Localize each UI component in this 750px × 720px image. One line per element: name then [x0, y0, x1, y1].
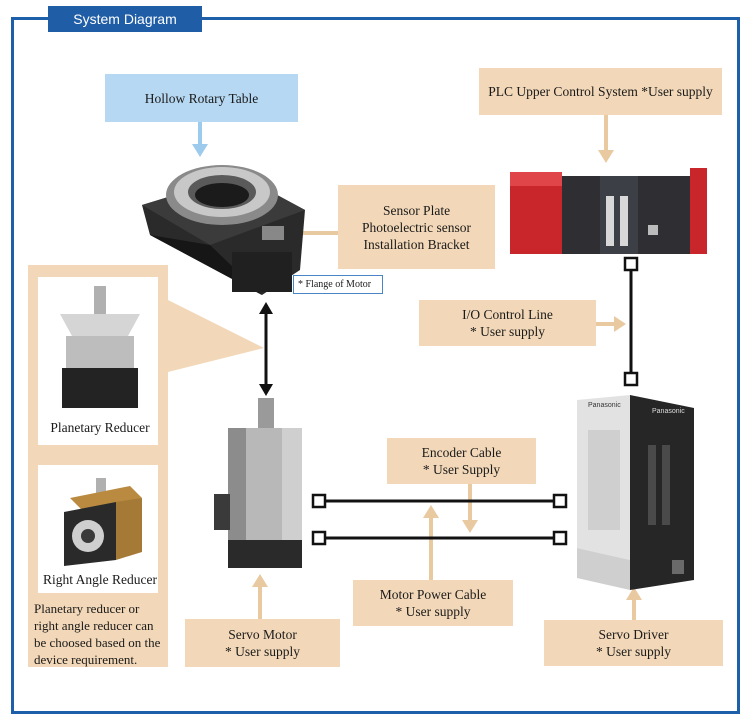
motor-table-link — [259, 302, 273, 396]
io-control-line-label: I/O Control Line * User supply — [419, 300, 596, 346]
encoder-arrow — [462, 484, 478, 533]
servo-driver-arrow — [626, 587, 642, 620]
reducer-note: Planetary reducer or right angle reducer… — [34, 601, 161, 667]
diagram-frame — [11, 17, 740, 714]
io-control-line — [623, 256, 639, 387]
planetary-reducer-image — [60, 286, 140, 408]
plc-label: PLC Upper Control System *User supply — [479, 68, 722, 115]
driver-brand-right: Panasonic — [652, 408, 685, 415]
driver-brand-left: Panasonic — [588, 402, 621, 409]
plc-image — [510, 168, 707, 254]
right-angle-reducer-caption: Right Angle Reducer — [43, 572, 157, 587]
hollow-rotary-table-image — [142, 165, 305, 295]
right-angle-reducer-image — [64, 478, 142, 566]
reducer-callout-wedge — [168, 300, 264, 372]
motor-power-cable-line — [311, 530, 568, 546]
encoder-cable-line — [311, 493, 568, 509]
servo-driver-image — [577, 395, 694, 590]
servo-motor-arrow — [252, 574, 268, 619]
plc-arrow — [598, 115, 614, 163]
sensor-label: Sensor Plate Photoelectric sensor Instal… — [338, 185, 495, 269]
hollow-rotary-table-label: Hollow Rotary Table — [105, 74, 298, 122]
motor-power-arrow — [423, 505, 439, 580]
hollow-table-arrow — [192, 122, 208, 157]
planetary-reducer-caption: Planetary Reducer — [50, 420, 150, 435]
motor-power-cable-label: Motor Power Cable * User supply — [353, 580, 513, 626]
servo-driver-label: Servo Driver * User supply — [544, 620, 723, 666]
io-arrow — [596, 316, 626, 332]
servo-motor-image — [214, 398, 302, 568]
encoder-cable-label: Encoder Cable * User Supply — [387, 438, 536, 484]
servo-motor-label: Servo Motor * User supply — [185, 619, 340, 667]
diagram-title: System Diagram — [48, 6, 202, 32]
flange-of-motor-label: * Flange of Motor — [293, 275, 383, 294]
